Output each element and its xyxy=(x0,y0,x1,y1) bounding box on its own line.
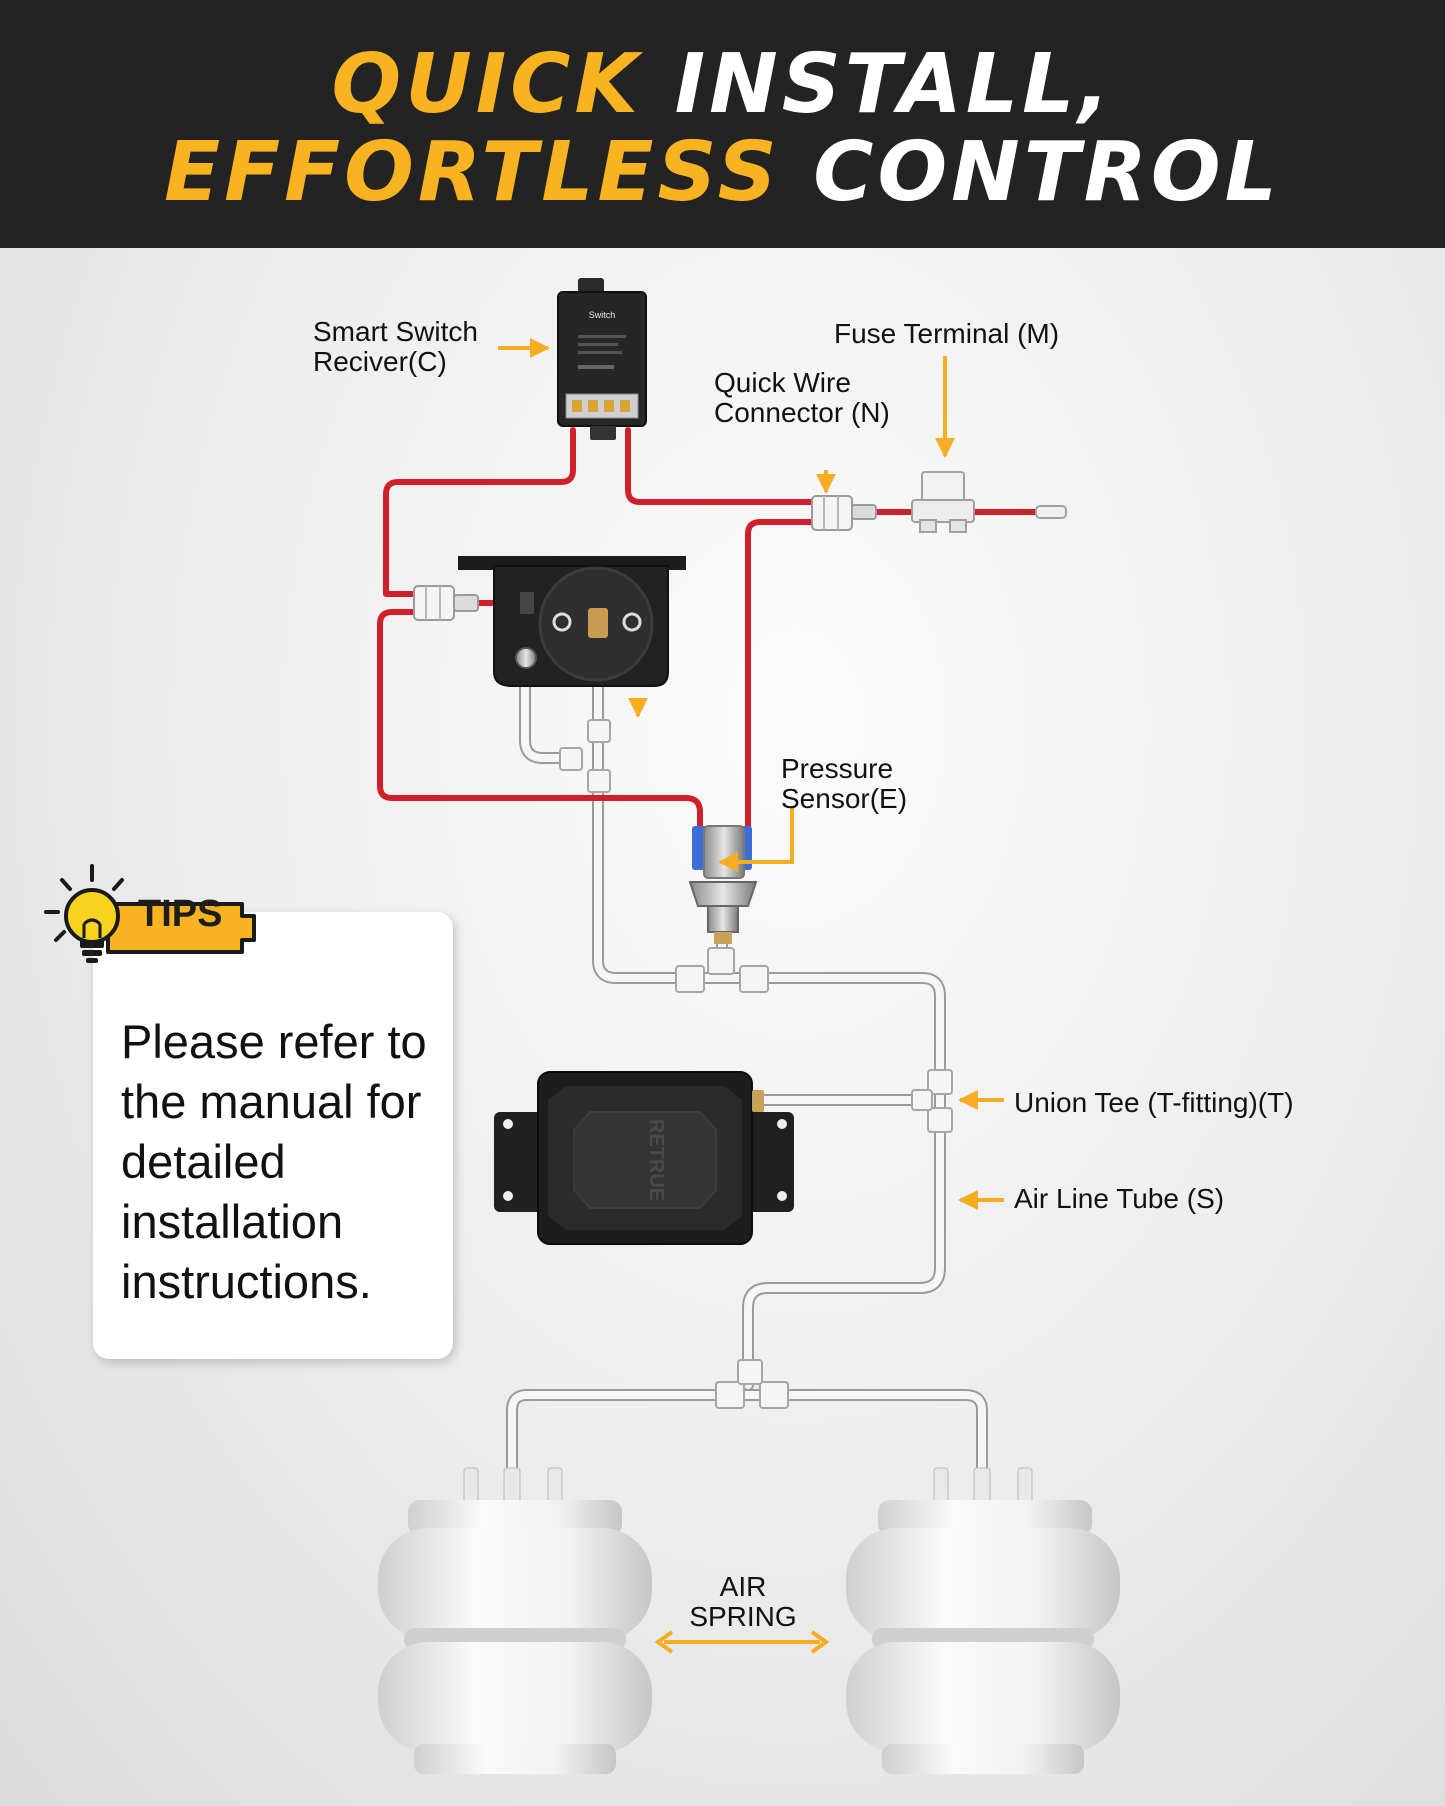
label-air-spring: AIR SPRING xyxy=(680,1572,806,1632)
fuse-terminal xyxy=(911,471,1067,533)
quick-wire-connector-2 xyxy=(413,585,479,621)
pressure-gauge-panel xyxy=(458,556,686,687)
tube-fittings xyxy=(559,719,953,1409)
label-smart-switch-line2: Reciver(C) xyxy=(313,346,447,377)
pressure-sensor xyxy=(688,825,758,944)
title-install: INSTALL, xyxy=(674,37,1114,132)
title-line-2: EFFORTLESS CONTROL xyxy=(0,132,1445,214)
label-fuse-terminal: Fuse Terminal (M) xyxy=(834,318,1060,349)
title-highlight-effortless: EFFORTLESS xyxy=(164,125,781,220)
label-union-tee: Union Tee (T-fitting)(T) xyxy=(1014,1087,1294,1118)
smart-switch-receiver: Switch xyxy=(557,278,647,440)
label-quick-wire-line1: Quick Wire xyxy=(714,367,851,398)
title-highlight-quick: QUICK xyxy=(331,37,643,132)
quick-wire-connector xyxy=(811,495,877,531)
tips-badge-label: TIPS xyxy=(138,893,223,935)
air-spring-left xyxy=(378,1467,652,1774)
lightbulb-icon xyxy=(44,864,124,963)
label-air-line-tube: Air Line Tube (S) xyxy=(1014,1183,1225,1214)
receiver-brand-text: Switch xyxy=(589,310,616,320)
label-pressure-sensor-line1: Pressure xyxy=(781,753,894,784)
tips-badge xyxy=(44,864,256,963)
label-smart-switch: Smart Switch Reciver(C) xyxy=(313,317,478,377)
label-quick-wire: Quick Wire Connector (N) xyxy=(714,368,890,428)
label-air-spring-line2: SPRING xyxy=(689,1601,797,1632)
header-banner: QUICK INSTALL, EFFORTLESS CONTROL xyxy=(0,0,1445,248)
label-pressure-sensor: Pressure Sensor(E) xyxy=(781,754,907,814)
label-quick-wire-line2: Connector (N) xyxy=(714,397,890,428)
air-spring-right xyxy=(846,1467,1120,1774)
label-air-spring-line1: AIR xyxy=(719,1571,767,1602)
label-pressure-sensor-line2: Sensor(E) xyxy=(781,783,908,814)
tips-card: Please refer to the manual for detailed … xyxy=(93,912,453,1359)
title-line-1: QUICK INSTALL, xyxy=(0,44,1445,126)
air-compressor: RETRUE xyxy=(494,1071,794,1245)
tips-message: Please refer to the manual for detailed … xyxy=(121,1015,427,1308)
label-smart-switch-line1: Smart Switch xyxy=(313,316,478,347)
compressor-brand-text: RETRUE xyxy=(645,1119,667,1201)
title-control: CONTROL xyxy=(813,125,1281,220)
air-spring-double-arrow xyxy=(654,1630,830,1654)
callout-arrows xyxy=(498,338,1004,1210)
